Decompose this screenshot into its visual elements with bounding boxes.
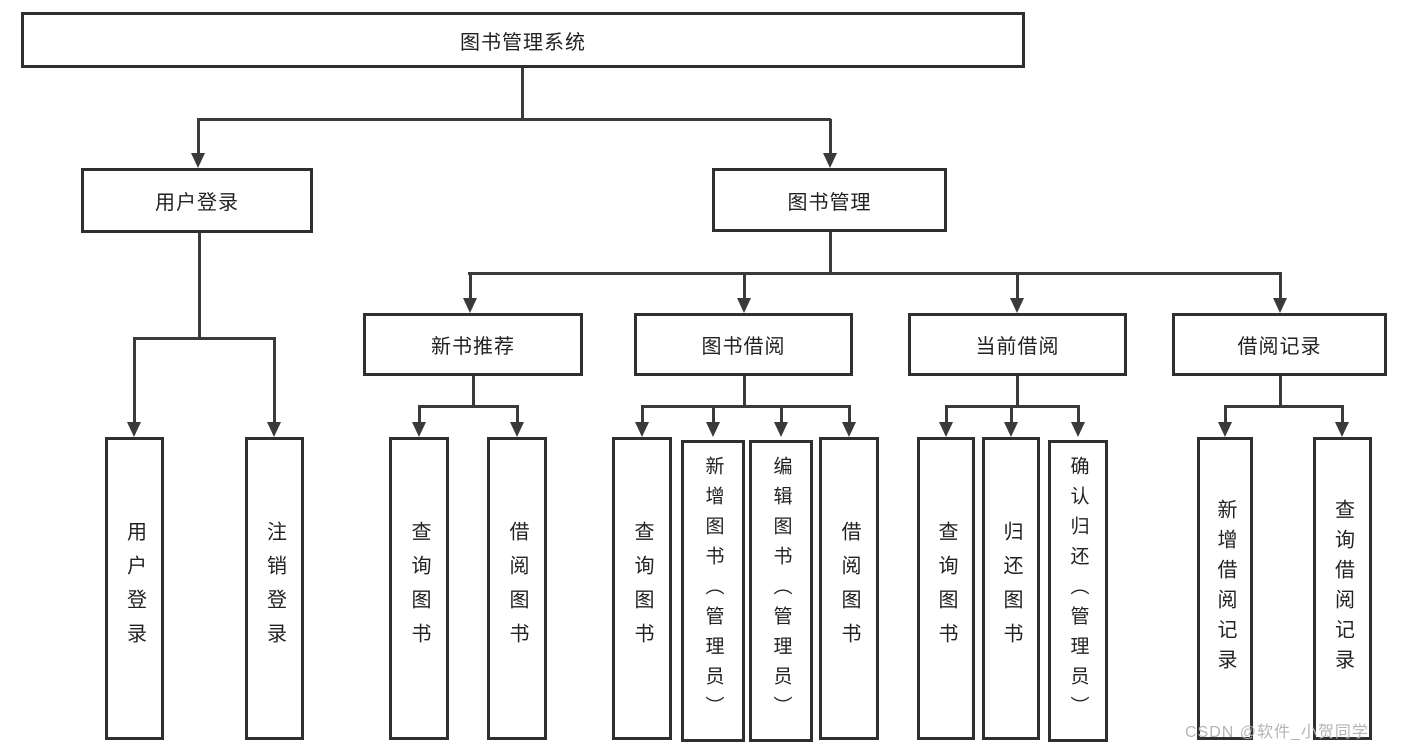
leaf-borrow-query-books: 查询图书: [612, 437, 672, 740]
edge-line-borrow-borrow: [848, 406, 851, 423]
edge-line-current-return: [1010, 406, 1013, 423]
arrowhead-current-confirm-icon: [1071, 422, 1085, 437]
arrowhead-records-add-icon: [1218, 422, 1232, 437]
node-book-management: 图书管理: [712, 168, 947, 232]
leaf-newrec-borrow-books: 借阅图书: [487, 437, 547, 740]
leaf-borrow-edit-books-admin: 编辑图书（管理员）: [749, 440, 813, 742]
edge-line-current-query: [945, 406, 948, 423]
edge-stem-user-login: [198, 233, 201, 340]
arrowhead-book-borrow-icon: [737, 298, 751, 313]
arrowhead-borrow-add-icon: [706, 422, 720, 437]
leaf-records-add-record: 新增借阅记录: [1197, 437, 1253, 740]
leaf-logout: 注销登录: [245, 437, 304, 740]
arrowhead-user-login-icon: [191, 153, 205, 168]
edge-stem-book-borrow: [743, 376, 746, 407]
edge-stem-new-book: [472, 376, 475, 407]
arrowhead-borrow-borrow-icon: [842, 422, 856, 437]
edge-line-user-login: [197, 119, 200, 154]
arrowhead-new-book-icon: [463, 298, 477, 313]
node-new-book-recommend: 新书推荐: [363, 313, 583, 376]
edge-stem-current-borrow: [1016, 376, 1019, 407]
node-borrow-records: 借阅记录: [1172, 313, 1387, 376]
edge-line-borrow-edit: [780, 406, 783, 423]
arrowhead-newrec-borrow-icon: [510, 422, 524, 437]
edge-line-leaf-logout: [273, 338, 276, 423]
arrowhead-borrow-query-icon: [635, 422, 649, 437]
arrowhead-records-query-icon: [1335, 422, 1349, 437]
leaf-user-login: 用户登录: [105, 437, 164, 740]
arrowhead-current-return-icon: [1004, 422, 1018, 437]
arrowhead-leaf-login-icon: [127, 422, 141, 437]
arrowhead-current-borrow-icon: [1010, 298, 1024, 313]
edge-line-book-borrow: [743, 274, 746, 299]
leaf-borrow-borrow-books: 借阅图书: [819, 437, 879, 740]
edge-line-new-book: [469, 274, 472, 299]
edge-line-borrow-records: [1279, 274, 1282, 299]
arrowhead-leaf-logout-icon: [267, 422, 281, 437]
csdn-watermark: CSDN @软件_小贺同学: [1185, 724, 1369, 741]
edge-rail-level3: [468, 272, 1282, 275]
node-book-borrow: 图书借阅: [634, 313, 853, 376]
edge-line-current-confirm: [1077, 406, 1080, 423]
edge-rail-level2: [197, 118, 831, 121]
edge-line-book-management: [829, 119, 832, 154]
leaf-current-return-books: 归还图书: [982, 437, 1040, 740]
edge-line-records-add: [1224, 406, 1227, 423]
edge-rail-book-borrow: [641, 405, 851, 408]
leaf-current-query-books: 查询图书: [917, 437, 975, 740]
edge-line-current-borrow: [1016, 274, 1019, 299]
edge-rail-user-login: [133, 337, 276, 340]
leaf-borrow-add-books-admin: 新增图书（管理员）: [681, 440, 745, 742]
node-root: 图书管理系统: [21, 12, 1025, 68]
arrowhead-current-query-icon: [939, 422, 953, 437]
leaf-current-confirm-return-admin: 确认归还（管理员）: [1048, 440, 1108, 742]
arrowhead-borrow-edit-icon: [774, 422, 788, 437]
edge-stem-root: [521, 68, 524, 119]
edge-line-records-query: [1341, 406, 1344, 423]
arrowhead-borrow-records-icon: [1273, 298, 1287, 313]
edge-line-leaf-login: [133, 338, 136, 423]
edge-rail-new-book: [418, 405, 519, 408]
edge-stem-book-management: [829, 232, 832, 275]
arrowhead-newrec-query-icon: [412, 422, 426, 437]
node-current-borrow: 当前借阅: [908, 313, 1127, 376]
edge-rail-borrow-records: [1224, 405, 1344, 408]
leaf-records-query-record: 查询借阅记录: [1313, 437, 1372, 740]
edge-line-borrow-add: [712, 406, 715, 423]
leaf-newrec-query-books: 查询图书: [389, 437, 449, 740]
arrowhead-book-management-icon: [823, 153, 837, 168]
edge-line-borrow-query: [641, 406, 644, 423]
node-user-login: 用户登录: [81, 168, 313, 233]
edge-stem-borrow-records: [1279, 376, 1282, 407]
edge-line-newrec-borrow: [516, 406, 519, 423]
edge-line-newrec-query: [418, 406, 421, 423]
